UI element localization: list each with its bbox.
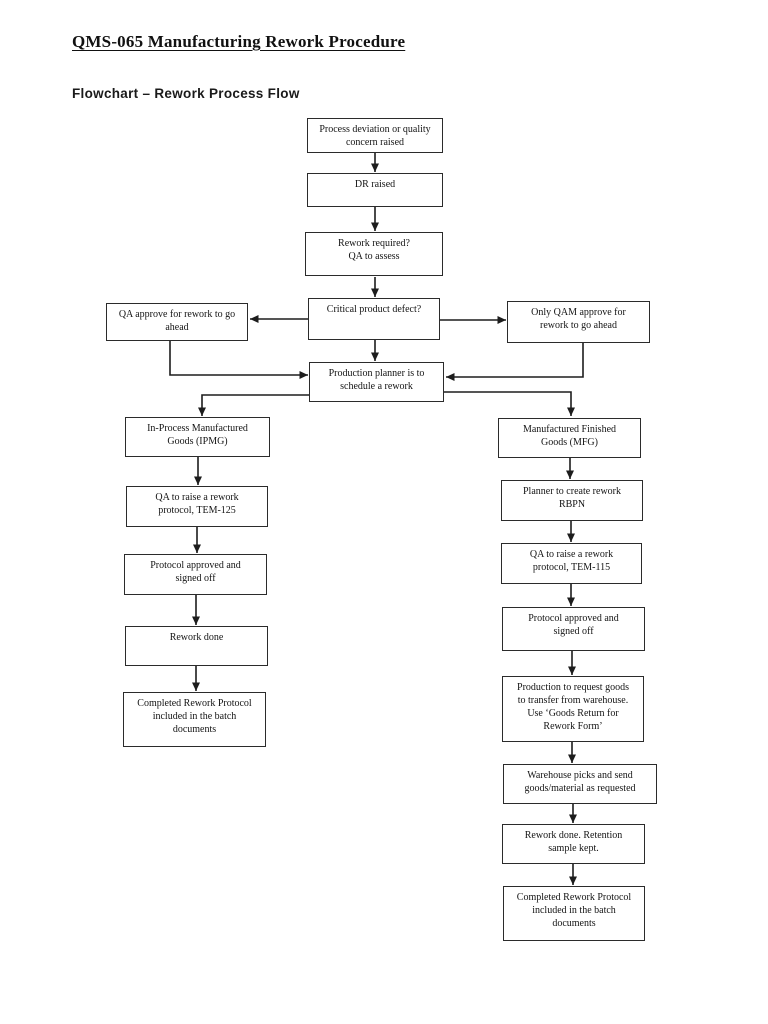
arrow-planner-to-mfg [444, 391, 575, 416]
flow-node-production-request: Production to request goods to transfer … [502, 676, 644, 742]
flow-node-rework-required: Rework required? QA to assess [305, 232, 443, 276]
flow-node-qa-raise-tem-115: QA to raise a rework protocol, TEM-115 [501, 543, 642, 584]
flow-node-process-deviation: Process deviation or quality concern rai… [307, 118, 443, 153]
page-title: QMS-065 Manufacturing Rework Procedure [72, 32, 406, 51]
flow-node-ipmg: In-Process Manufactured Goods (IPMG) [125, 417, 270, 457]
arrow-qa-approve-to-planner [169, 341, 308, 379]
flow-node-protocol-approved-left: Protocol approved and signed off [124, 554, 267, 595]
flow-node-dr-raised: DR raised [307, 173, 443, 207]
flow-node-only-qam: Only QAM approve for rework to go ahead [507, 301, 650, 343]
flow-node-rework-done-left: Rework done [125, 626, 268, 666]
flow-node-critical-defect: Critical product defect? [308, 298, 440, 340]
flow-node-qa-approve: QA approve for rework to go ahead [106, 303, 248, 341]
section-heading: Flowchart – Rework Process Flow [72, 86, 300, 101]
flow-node-rework-done-right: Rework done. Retention sample kept. [502, 824, 645, 864]
arrow-only-qam-to-planner [446, 343, 584, 381]
flow-node-mfg: Manufactured Finished Goods (MFG) [498, 418, 641, 458]
flow-node-planner-rbpn: Planner to create rework RBPN [501, 480, 643, 521]
flow-node-completed-protocol-left: Completed Rework Protocol included in th… [123, 692, 266, 747]
flow-node-completed-protocol-right: Completed Rework Protocol included in th… [503, 886, 645, 941]
arrow-planner-to-ipmg [198, 394, 309, 416]
flow-node-protocol-approved-right: Protocol approved and signed off [502, 607, 645, 651]
flow-node-production-planner: Production planner is to schedule a rewo… [309, 362, 444, 402]
flow-node-warehouse-picks: Warehouse picks and send goods/material … [503, 764, 657, 804]
flow-node-qa-raise-tem-125: QA to raise a rework protocol, TEM-125 [126, 486, 268, 527]
